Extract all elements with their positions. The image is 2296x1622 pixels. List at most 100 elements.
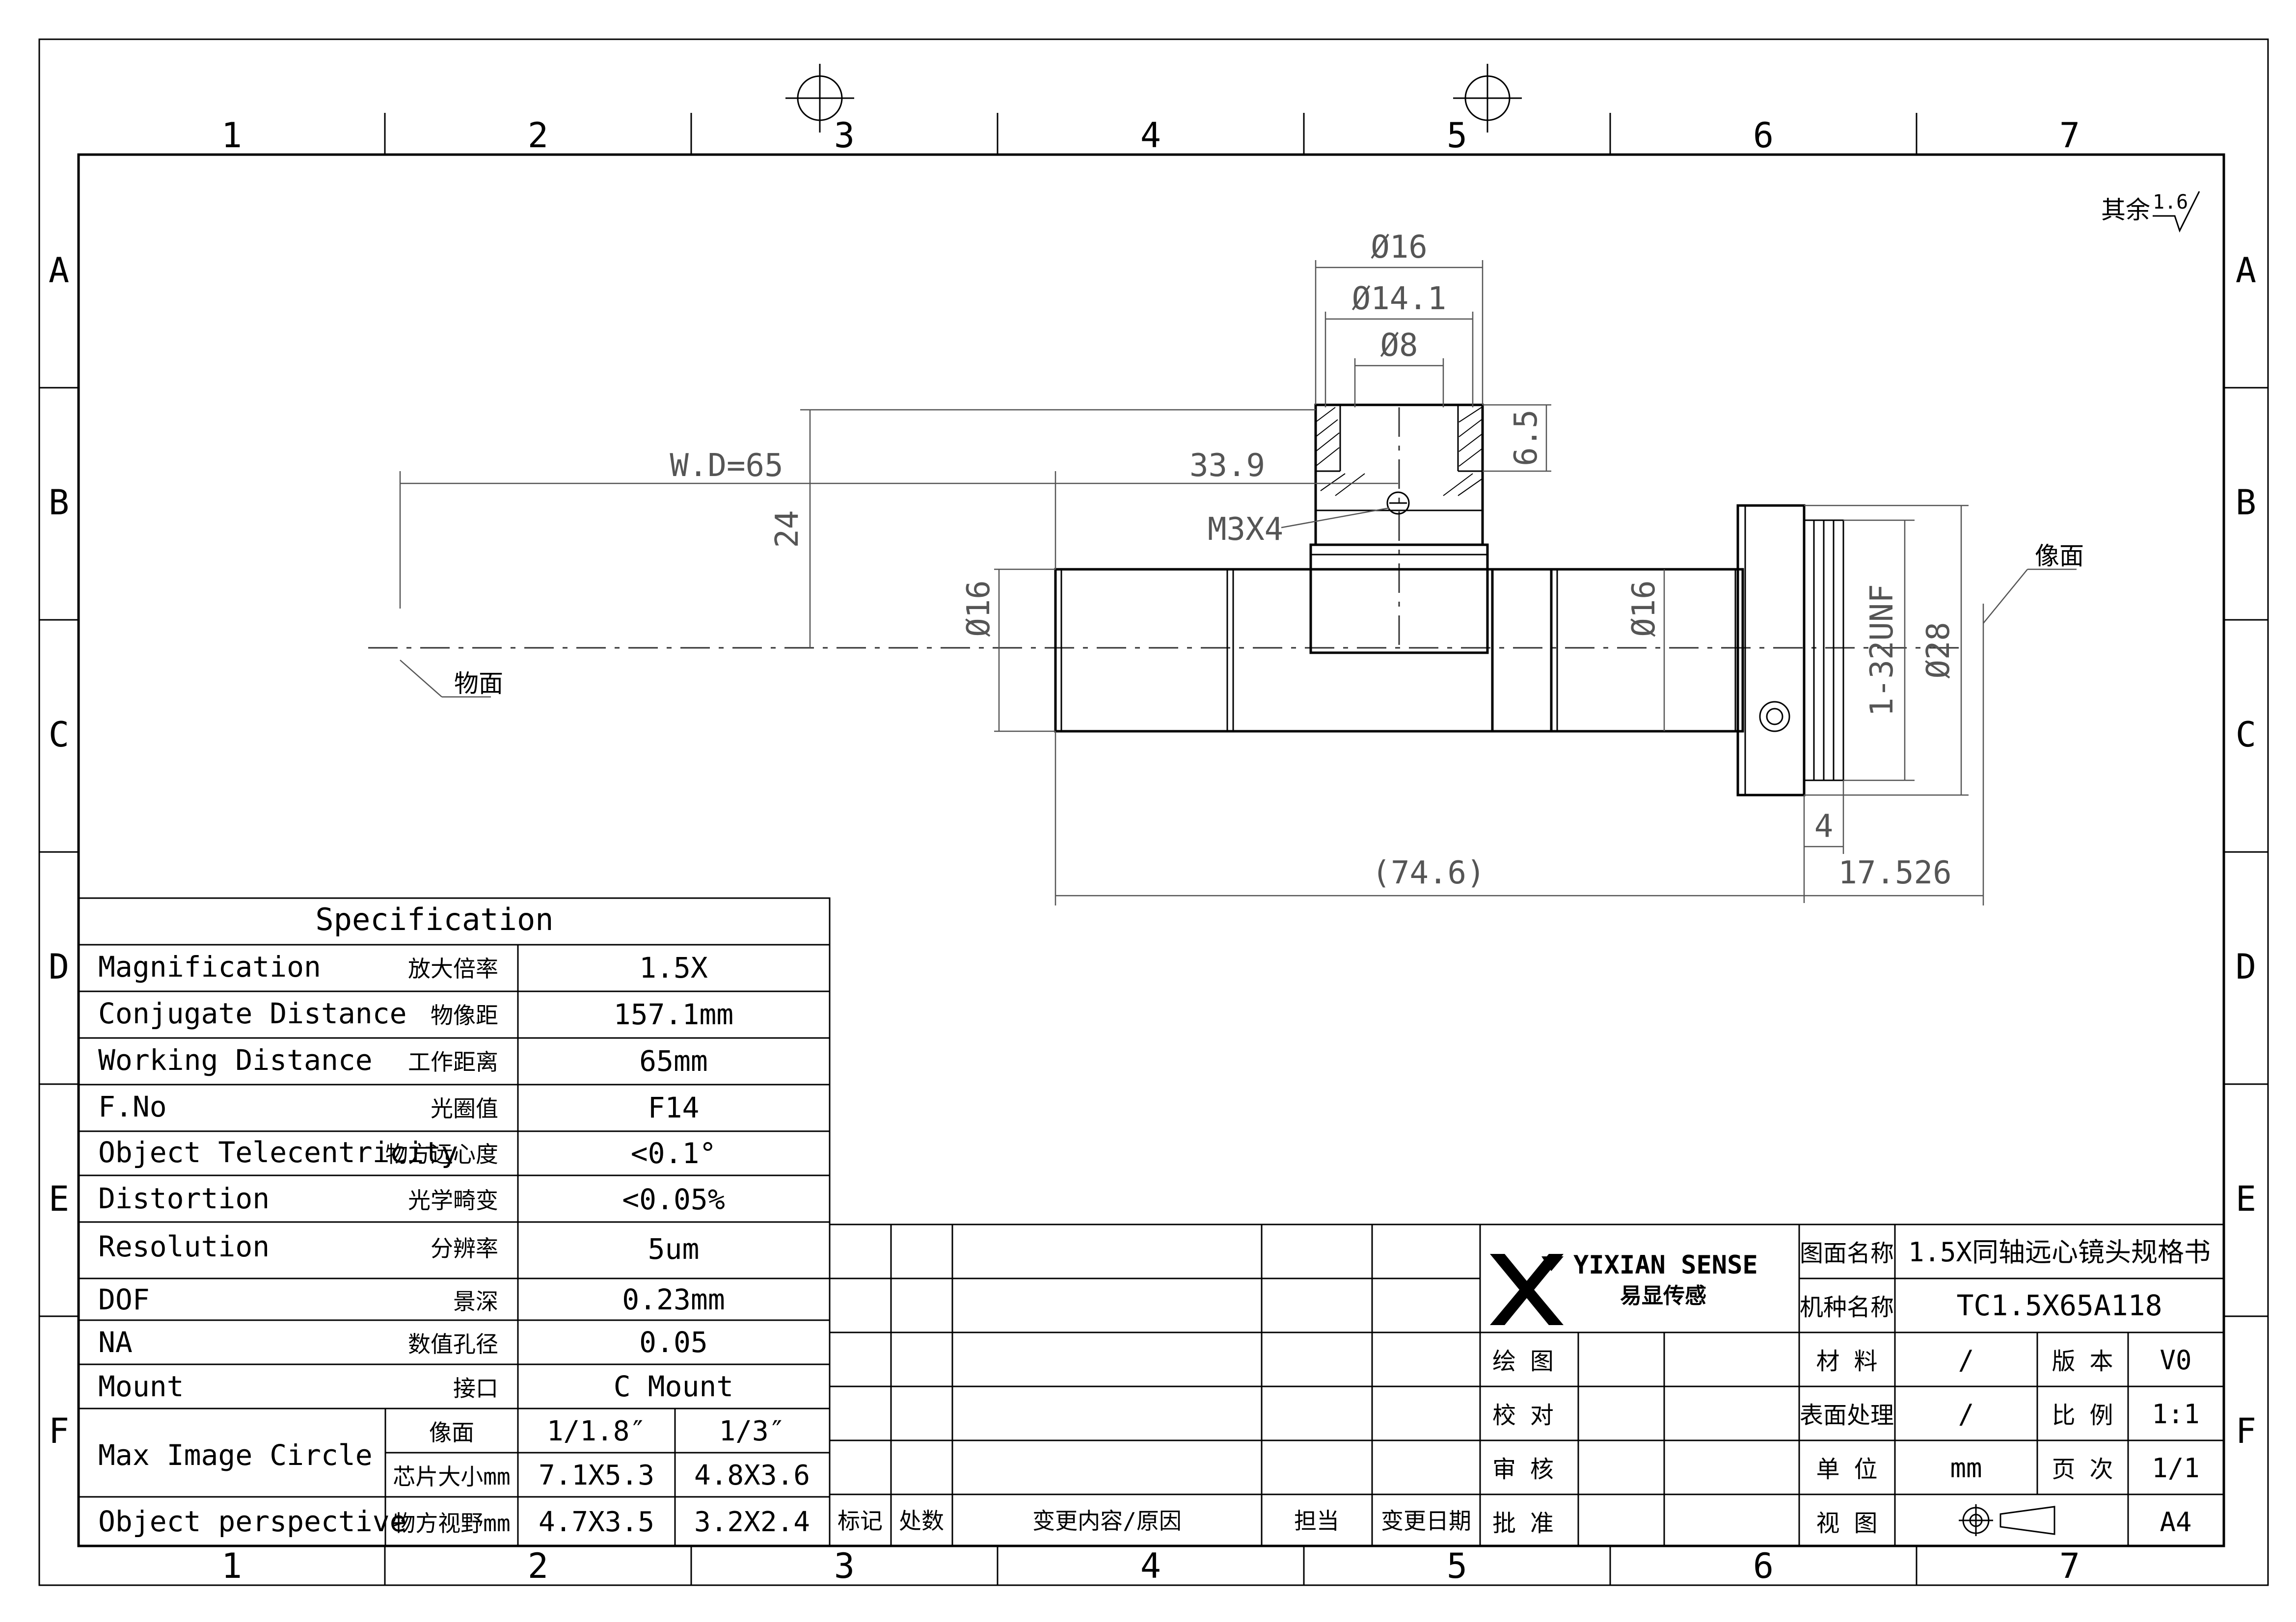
- row-label: C: [2236, 715, 2256, 755]
- coaxial-port: [1314, 403, 1484, 546]
- spec-cell: 7.1X5.3: [539, 1460, 654, 1491]
- paper-size: A4: [2160, 1507, 2191, 1538]
- scale-label: 比 例: [2052, 1402, 2113, 1429]
- col-label: 5: [1447, 1546, 1467, 1586]
- role-label: 审 核: [1492, 1456, 1554, 1483]
- dim-offset: 33.9: [1189, 448, 1265, 484]
- spec-cn: 接口: [453, 1375, 498, 1402]
- role-label: 绘 图: [1492, 1348, 1554, 1375]
- spec-en: DOF: [98, 1283, 150, 1316]
- image-plane-label: 像面: [2035, 542, 2084, 570]
- spec-value: C Mount: [614, 1370, 733, 1403]
- title-block: YIXIAN SENSE 易显传感 绘 图 校 对 审 核 批 准 图面名称 机…: [1479, 1223, 2225, 1547]
- version-label: 版 本: [2052, 1348, 2113, 1375]
- revision-table: 标记 处数 变更内容/原因 担当 变更日期: [830, 1223, 1480, 1546]
- spec-cell: 1/3″: [719, 1415, 785, 1447]
- spec-cell: 4.8X3.6: [694, 1460, 810, 1491]
- row-label: B: [2236, 482, 2256, 523]
- col-label: 1: [221, 1546, 242, 1586]
- version-value: V0: [2160, 1345, 2191, 1376]
- col-label: 2: [528, 1546, 548, 1586]
- column-labels-bottom: 1 2 3 4 5 6 7: [221, 1546, 2080, 1586]
- col-label: 4: [1140, 1546, 1161, 1586]
- dim-mount-diameter: Ø28: [1920, 622, 1957, 679]
- outer-border: [38, 38, 2269, 1586]
- row-label: E: [49, 1179, 69, 1219]
- object-plane-label: 物面: [454, 669, 503, 698]
- row-label: D: [49, 947, 69, 987]
- col-label: 7: [2059, 1546, 2080, 1586]
- revision-header: 担当: [1294, 1508, 1339, 1534]
- drawing-name: 1.5X同轴远心镜头规格书: [1908, 1237, 2211, 1268]
- spec-cn: 景深: [453, 1288, 498, 1315]
- spec-cn: 工作距离: [408, 1049, 498, 1075]
- spec-en: NA: [98, 1326, 133, 1359]
- column-labels-top: 1 2 3 4 5 6 7: [221, 115, 2080, 156]
- spec-value: <0.1°: [631, 1137, 717, 1170]
- dim-top-height: 6.5: [1508, 409, 1544, 466]
- page-value: 1/1: [2152, 1453, 2200, 1484]
- c-mount-flange: [1736, 504, 1806, 797]
- roughness-value: 1.6: [2153, 191, 2188, 213]
- spec-title: Specification: [315, 902, 553, 937]
- spec-en: Object perspective: [98, 1505, 407, 1538]
- spec-value: <0.05%: [622, 1183, 725, 1216]
- spec-cell: 1/1.8″: [547, 1415, 646, 1447]
- material-label: 材 料: [1816, 1348, 1878, 1375]
- spec-cn: 放大倍率: [408, 956, 498, 982]
- row-label: A: [2236, 250, 2256, 291]
- spec-sub-label: 物方视野mm: [393, 1510, 510, 1537]
- spec-en: Mount: [98, 1370, 184, 1403]
- spec-sub-label: 芯片大小mm: [393, 1463, 510, 1490]
- unit-value: mm: [1950, 1453, 1982, 1484]
- inner-frame: [77, 153, 2225, 1547]
- row-label: A: [49, 250, 69, 291]
- spec-value: F14: [648, 1091, 700, 1124]
- dim-top-outer: Ø16: [1371, 229, 1428, 266]
- spec-cell: 3.2X2.4: [694, 1506, 810, 1538]
- spec-en: Max Image Circle: [98, 1438, 373, 1472]
- dim-axis-height: 24: [769, 510, 806, 548]
- col-label: 6: [1753, 115, 1774, 156]
- page-label: 页 次: [2052, 1456, 2113, 1483]
- drawing-name-label: 图面名称: [1800, 1240, 1894, 1267]
- spec-sub-label: 像面: [429, 1419, 474, 1446]
- lens-barrel: [1054, 568, 1553, 733]
- col-label: 7: [2059, 115, 2080, 156]
- revision-header: 标记: [837, 1508, 883, 1534]
- spec-en: F.No: [98, 1090, 167, 1123]
- spec-cn: 数值孔径: [408, 1331, 498, 1357]
- frame-dividers: [39, 113, 2268, 1585]
- dim-barrel-left: Ø16: [961, 580, 997, 637]
- spec-cn: 光学畸变: [408, 1187, 498, 1214]
- col-label: 3: [834, 1546, 855, 1586]
- logo-cn: 易显传感: [1620, 1283, 1706, 1308]
- spec-en: Object Telecentricity: [98, 1136, 458, 1169]
- spec-en: Magnification: [98, 950, 321, 984]
- spec-en: Distortion: [98, 1182, 270, 1215]
- role-label: 校 对: [1492, 1402, 1554, 1429]
- role-label: 批 准: [1492, 1510, 1554, 1537]
- dim-flange: 4: [1814, 808, 1834, 845]
- dim-back-focus: 17.526: [1838, 855, 1951, 891]
- row-label: D: [2236, 947, 2256, 987]
- lens-barrel-rear: [1491, 568, 1744, 733]
- dim-thread: 1-32UNF: [1864, 584, 1900, 717]
- roughness-symbol: 其余 1.6: [2101, 191, 2200, 233]
- projection-symbol-icon: [1959, 1504, 2055, 1536]
- col-label: 5: [1447, 115, 1467, 156]
- scale-value: 1:1: [2152, 1399, 2200, 1430]
- dim-barrel-right: Ø16: [1626, 580, 1662, 637]
- revision-header: 变更内容/原因: [1032, 1508, 1182, 1534]
- view-label: 视 图: [1816, 1510, 1878, 1537]
- spec-value: 0.23mm: [622, 1283, 725, 1316]
- spec-en: Conjugate Distance: [98, 997, 407, 1030]
- row-label: E: [2236, 1179, 2256, 1219]
- spec-en: Working Distance: [98, 1043, 373, 1077]
- revision-header: 处数: [899, 1508, 944, 1534]
- centering-mark-icon: [785, 64, 1522, 133]
- surface-value: /: [1958, 1399, 1974, 1430]
- set-screw-icon: [1759, 701, 1790, 732]
- row-label: C: [49, 715, 69, 755]
